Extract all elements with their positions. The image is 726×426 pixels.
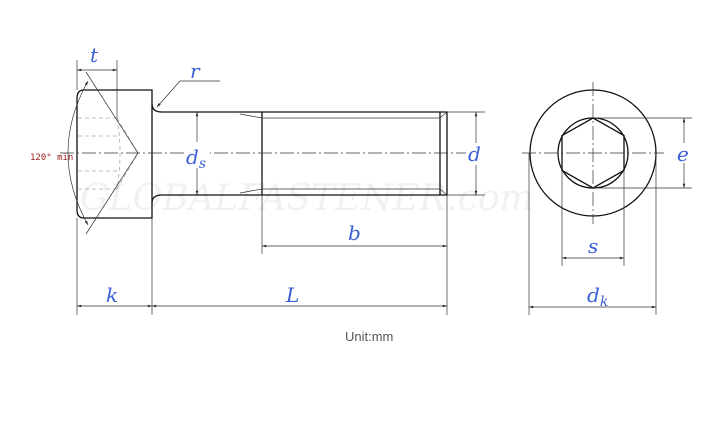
hex-socket-hidden-lines	[78, 117, 139, 190]
angle-note: 120° min	[30, 153, 73, 163]
end-view: e s dk	[522, 82, 694, 315]
k-label: k	[106, 283, 118, 307]
ds-label: ds	[186, 145, 206, 172]
r-label: r	[190, 59, 201, 83]
unit-note: Unit:mm	[345, 329, 393, 344]
t-label: t	[90, 43, 99, 67]
d-label: d	[468, 142, 481, 166]
L-label: L	[285, 283, 299, 307]
s-label: s	[588, 234, 598, 258]
e-label: e	[677, 142, 689, 166]
dk-label: dk	[587, 283, 608, 310]
side-view: 120° min t r ds d b k L	[30, 43, 486, 315]
b-label: b	[348, 221, 361, 245]
watermark: GLOBALFASTENER.com	[80, 178, 534, 219]
shank-outline	[151, 103, 448, 204]
